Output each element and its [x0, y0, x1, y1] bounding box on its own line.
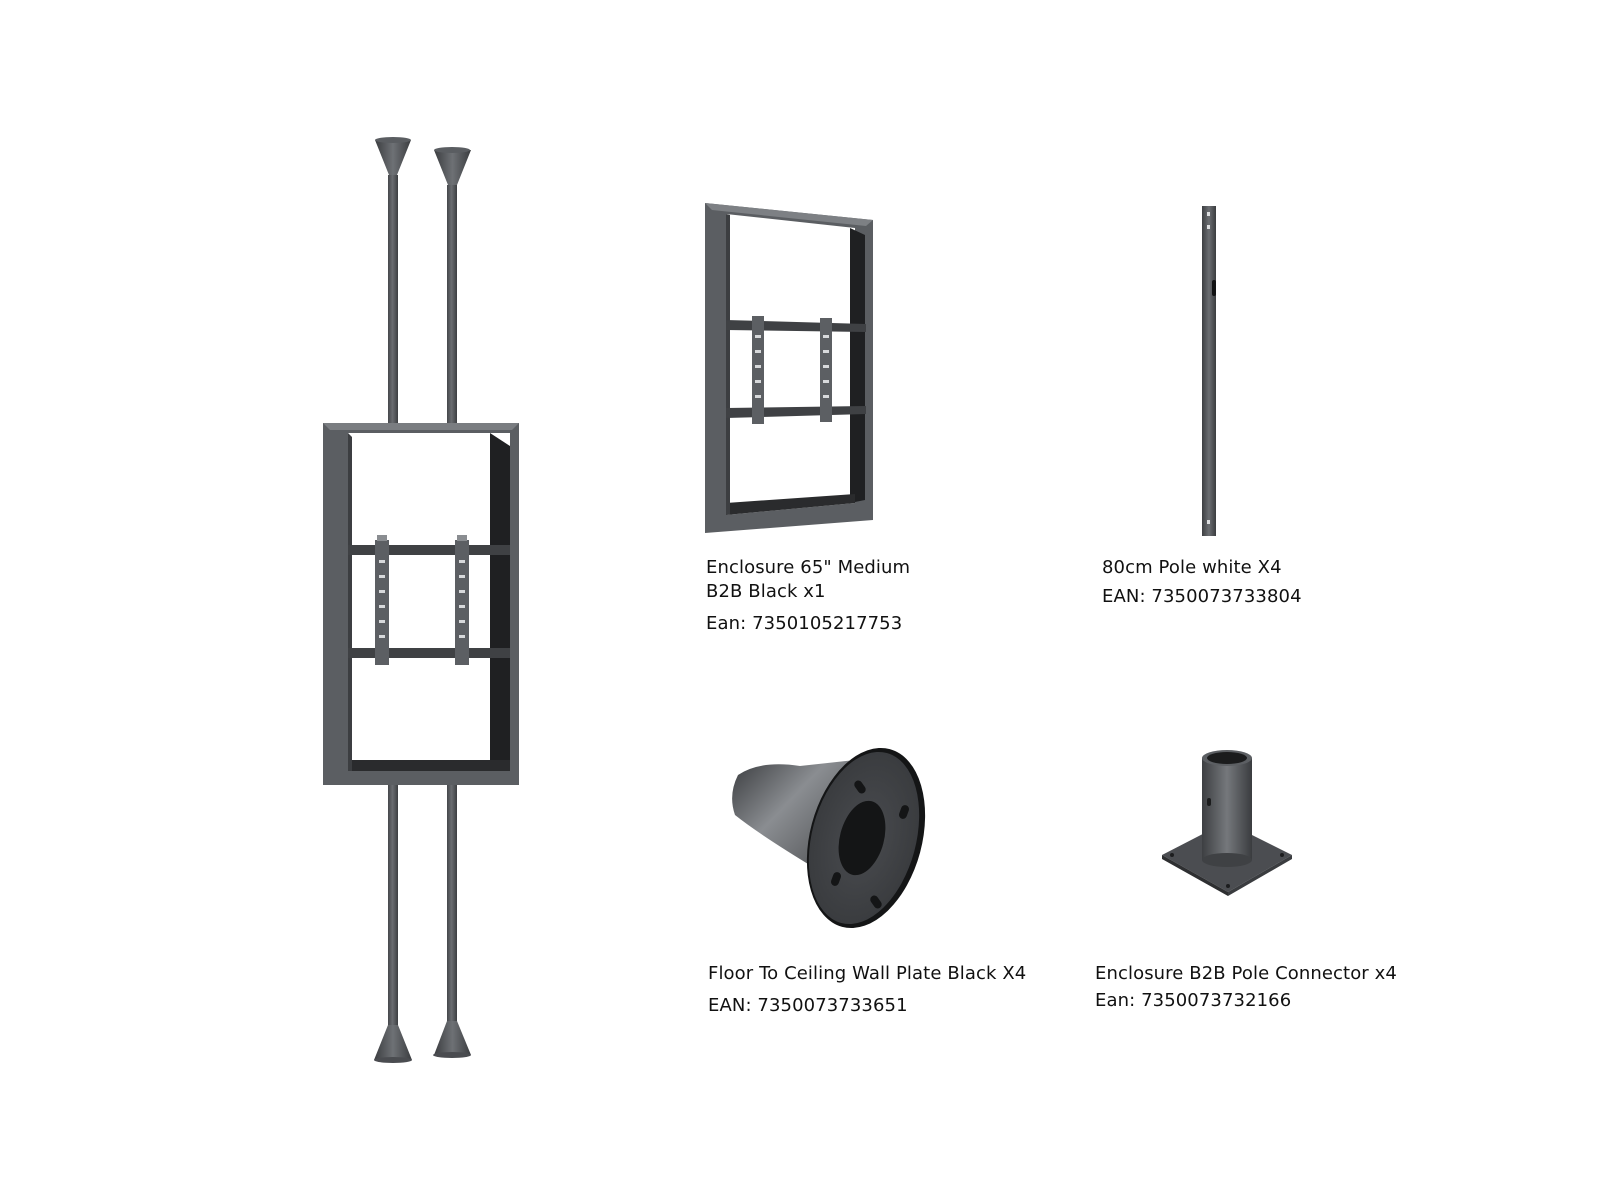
- floor-to-ceiling-assembly-icon: [323, 137, 519, 1063]
- product-ean: EAN: 7350073733804: [1102, 586, 1302, 607]
- pole-connector-icon: [1162, 750, 1292, 896]
- product-caption-wall-plate: Floor To Ceiling Wall Plate Black X4 EAN…: [708, 962, 1026, 1018]
- product-ean: EAN: 7350073733651: [708, 995, 908, 1016]
- product-ean: Ean: 7350105217753: [706, 613, 903, 634]
- product-ean: Ean: 7350073732166: [1095, 990, 1292, 1011]
- product-caption-pole-connector: Enclosure B2B Pole Connector x4 Ean: 735…: [1095, 962, 1397, 1013]
- product-caption-pole: 80cm Pole white X4 EAN: 7350073733804: [1102, 556, 1302, 609]
- product-name-line1: Enclosure 65" Medium: [706, 557, 911, 578]
- product-name-line1: Enclosure B2B Pole Connector x4: [1095, 963, 1397, 984]
- wall-plate-icon: [732, 747, 926, 929]
- product-name-line1: Floor To Ceiling Wall Plate Black X4: [708, 963, 1027, 984]
- enclosure-frame-icon: [705, 203, 873, 533]
- product-name-line2: B2B Black x1: [706, 581, 826, 602]
- product-name-line1: 80cm Pole white X4: [1102, 557, 1282, 578]
- pole-icon: [1202, 206, 1216, 536]
- product-caption-enclosure: Enclosure 65" Medium B2B Black x1 Ean: 7…: [706, 556, 910, 636]
